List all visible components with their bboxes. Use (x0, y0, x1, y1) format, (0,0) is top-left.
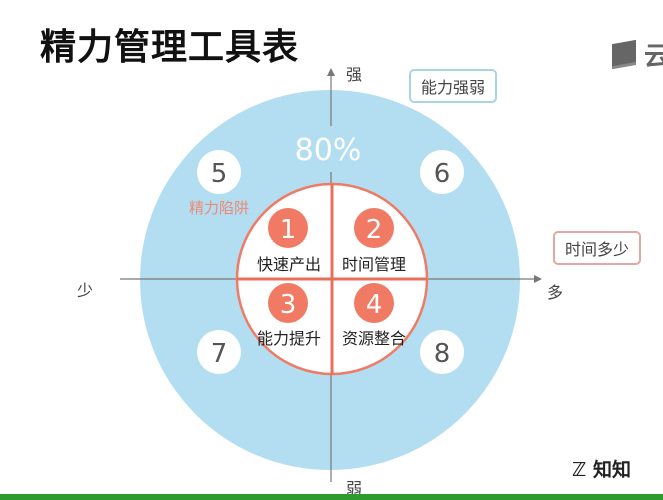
watermark: ℤ 知知 (572, 459, 631, 481)
vertical-axis-tag: 能力强弱 (409, 69, 498, 103)
horizontal-axis-tag: 时间多少 (553, 231, 642, 265)
outer-number-6: 6 (420, 150, 464, 194)
quadrant-2: 2 时间管理 (342, 208, 406, 274)
quadrant-4: 4 资源整合 (342, 283, 406, 348)
svg-text:7: 7 (211, 339, 228, 369)
svg-text:8: 8 (434, 339, 451, 369)
svg-text:4: 4 (366, 290, 383, 320)
quadrant-3: 3 能力提升 (257, 283, 321, 348)
svg-text:资源整合: 资源整合 (342, 329, 406, 348)
trap-label: 精力陷阱 (189, 199, 249, 217)
svg-text:6: 6 (434, 159, 451, 189)
outer-number-7: 7 (197, 330, 241, 374)
svg-text:2: 2 (366, 215, 383, 245)
brand-logo: 云 (612, 36, 663, 73)
axis-left-label: 少 (77, 281, 93, 300)
svg-text:能力提升: 能力提升 (257, 329, 321, 348)
axis-top-label: 强 (346, 65, 362, 84)
arrow-right-icon (534, 275, 542, 283)
outer-number-5: 5 (197, 150, 241, 194)
svg-text:3: 3 (280, 290, 297, 320)
page-title: 精力管理工具表 (40, 27, 300, 68)
outer-number-8: 8 (420, 330, 464, 374)
svg-text:1: 1 (280, 215, 297, 245)
bottom-bar (0, 494, 663, 500)
brand-text: 云 (644, 42, 663, 72)
svg-text:时间管理: 时间管理 (342, 255, 406, 274)
arrow-up-icon (327, 68, 335, 76)
quadrant-1: 1 快速产出 (257, 208, 321, 274)
percent-label: 80% (295, 133, 362, 168)
watermark-text: 知知 (592, 459, 631, 481)
svg-text:快速产出: 快速产出 (257, 255, 321, 274)
svg-text:5: 5 (211, 159, 228, 189)
axis-bottom-label: 弱 (346, 479, 362, 498)
axis-right-label: 多 (547, 283, 563, 302)
